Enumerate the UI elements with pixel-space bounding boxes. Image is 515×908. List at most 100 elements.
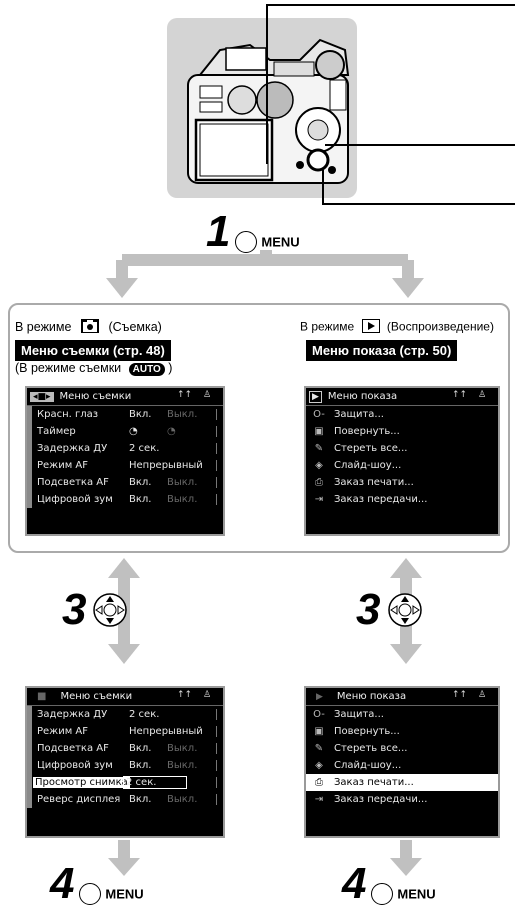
- menu-button-icon: [78, 882, 101, 905]
- row-marker: [27, 791, 32, 808]
- row-label: Слайд-шоу...: [334, 760, 402, 771]
- menu-item-icon: ✎: [314, 743, 324, 754]
- menu-item-icon: ◈: [315, 760, 323, 771]
- menu-item-icon: ⎙: [315, 477, 323, 488]
- row-value: 2 сек.: [123, 776, 188, 789]
- row-edge: [216, 494, 217, 505]
- row-edge: [216, 726, 217, 737]
- row-marker: [27, 774, 32, 791]
- step-4-number: 4: [342, 859, 367, 908]
- row-label: Реверс дисплея: [37, 794, 121, 805]
- leader-line-1-drop: [266, 4, 268, 164]
- row-label: Заказ передачи...: [334, 794, 428, 805]
- menu-button-label: MENU: [105, 886, 144, 902]
- menu-row[interactable]: ⎙ Заказ печати...: [306, 774, 498, 791]
- row-edge: [216, 794, 217, 805]
- play-mode-icon: [361, 319, 380, 336]
- settings-tab-icon: ↑↑: [177, 390, 193, 400]
- camera-tab-icon: ◂■▸: [30, 391, 54, 402]
- auto-mode-suffix: ): [168, 361, 173, 375]
- menu-row[interactable]: ▣Повернуть...: [306, 723, 498, 740]
- shoot-menu-screen-2: ■ Меню съемки ↑↑ ♙ Задержка ДУ 2 сек. Режи…: [25, 686, 225, 838]
- play-menu-screen-2: ▶ Меню показа ↑↑ ♙ O-Защита...▣Повернуть…: [304, 686, 500, 838]
- menu-item-icon: O-: [313, 709, 325, 720]
- row-value: Вкл.: [129, 477, 152, 488]
- menu-item-icon: ▣: [314, 426, 324, 437]
- row-edge: [216, 460, 217, 471]
- row-marker: [27, 474, 32, 491]
- row-alt-value: Выкл.: [167, 477, 198, 488]
- screen-title: Меню показа: [327, 391, 398, 402]
- row-label: Заказ печати...: [334, 777, 414, 788]
- screen-header: ▶ Меню показа ↑↑ ♙: [306, 388, 498, 406]
- screen-title: Меню съемки: [60, 691, 133, 702]
- screen-header: ■ Меню съемки ↑↑ ♙: [27, 688, 223, 706]
- menu-row[interactable]: ◈ Слайд-шоу...: [306, 457, 498, 474]
- menu-row[interactable]: O-Защита...: [306, 406, 498, 423]
- row-value: Вкл.: [129, 760, 152, 771]
- leader-line-2: [325, 144, 515, 146]
- row-label: Защита...: [334, 409, 384, 420]
- leader-line-3-drop: [322, 170, 324, 205]
- menu-row[interactable]: ✎ Стереть все...: [306, 740, 498, 757]
- row-label: Подсветка AF: [37, 477, 109, 488]
- camera-illustration: [187, 38, 350, 184]
- menu-row[interactable]: ◈ Слайд-шоу...: [306, 757, 498, 774]
- step-1-number: 1: [206, 207, 231, 256]
- menu-item-icon: ✎: [314, 443, 324, 454]
- down-arrow-left: [108, 840, 140, 876]
- mymenu-tab-icon: ♙: [203, 690, 212, 700]
- row-marker: [27, 740, 32, 757]
- row-edge: [216, 426, 217, 437]
- row-label: Задержка ДУ: [37, 709, 108, 720]
- mymenu-tab-icon: ♙: [203, 390, 212, 400]
- row-label: Заказ печати...: [334, 477, 414, 488]
- menu-row[interactable]: ⎙ Заказ печати...: [306, 474, 498, 491]
- play-menu-screen-1: ▶ Меню показа ↑↑ ♙ O-Защита...▣Повернуть…: [304, 386, 500, 536]
- shoot-mode-prefix: В режиме: [15, 319, 72, 334]
- menu-row[interactable]: ⇥Заказ передачи...: [306, 791, 498, 808]
- mymenu-tab-icon: ♙: [478, 690, 487, 700]
- row-label: Слайд-шоу...: [334, 460, 402, 471]
- row-label: Стереть все...: [334, 443, 408, 454]
- row-edge: [216, 743, 217, 754]
- play-mode-suffix: (Воспроизведение): [386, 319, 494, 334]
- row-label: Таймер: [37, 426, 76, 437]
- row-label: Просмотр снимка: [33, 777, 130, 788]
- play-menu-title: Меню показа (стр. 50): [306, 340, 458, 361]
- leader-line-3: [322, 203, 515, 205]
- menu-row[interactable]: ✎ Стереть все...: [306, 440, 498, 457]
- row-label: Повернуть...: [334, 726, 400, 737]
- row-label: Стереть все...: [334, 743, 408, 754]
- screen-header: ◂■▸ Меню съемки ↑↑ ♙: [27, 388, 223, 406]
- row-marker: [27, 723, 32, 740]
- row-alt-value: ◔: [167, 426, 176, 437]
- camera-tab-icon: ■: [37, 691, 47, 702]
- menu-item-icon: ⎙: [315, 777, 323, 788]
- step-1: 1 MENU: [206, 210, 300, 254]
- menu-button-label: MENU: [261, 234, 300, 250]
- menu-row[interactable]: ⇥Заказ передачи...: [306, 491, 498, 508]
- row-value: Вкл.: [129, 743, 152, 754]
- menu-row[interactable]: Таймер◔◔: [27, 423, 223, 440]
- screen-title: Меню показа: [336, 691, 407, 702]
- row-marker: [27, 406, 32, 423]
- settings-tab-icon: ↑↑: [177, 690, 193, 700]
- row-label: Красн. глаз: [37, 409, 99, 420]
- row-value: 2 сек.: [129, 709, 160, 720]
- menu-row[interactable]: Задержка ДУ 2 сек.: [27, 706, 223, 723]
- menu-row[interactable]: Подсветка AF Вкл. Выкл.: [27, 474, 223, 491]
- menu-row[interactable]: O-Защита...: [306, 706, 498, 723]
- row-edge: [216, 777, 217, 788]
- menu-row[interactable]: ▣Повернуть...: [306, 423, 498, 440]
- menu-item-icon: ◈: [315, 460, 323, 471]
